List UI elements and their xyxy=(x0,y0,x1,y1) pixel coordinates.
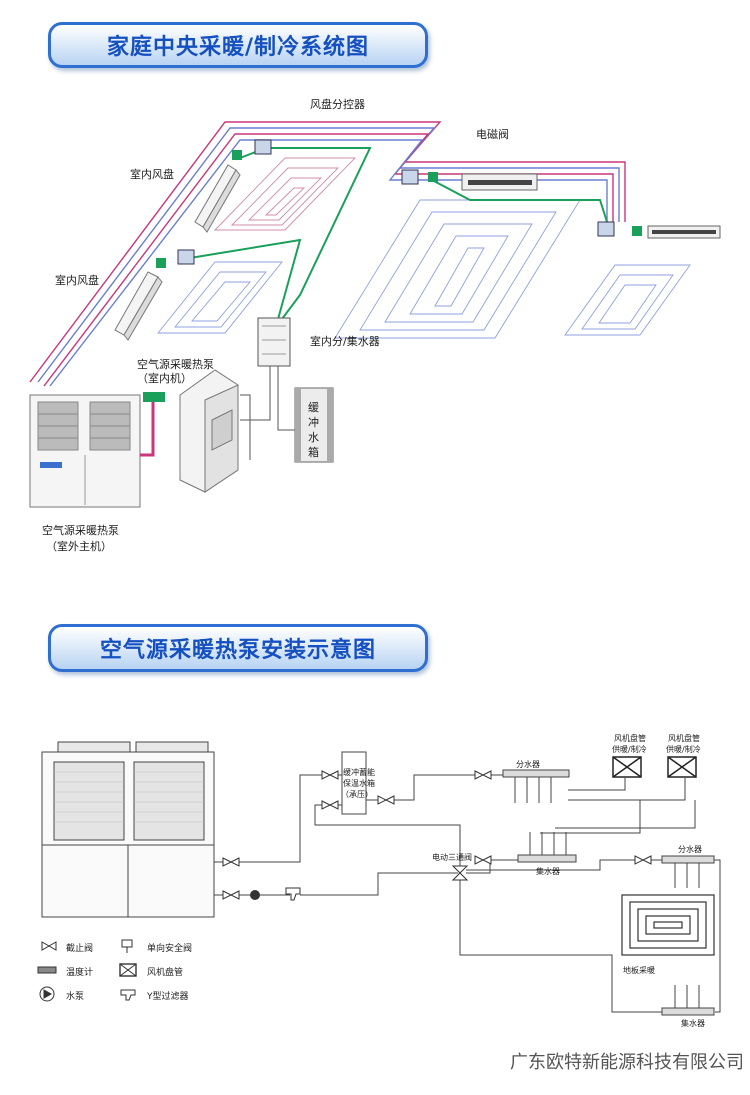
schematic-valves xyxy=(222,770,652,900)
outdoor-heat-pump-unit xyxy=(29,394,141,508)
label-outdoor-unit-line2: （室外主机） xyxy=(46,540,112,553)
green-pipes xyxy=(189,147,609,336)
label-indoor-unit-line1: 空气源采暖热泵 xyxy=(137,358,214,371)
schematic-buffer-tank xyxy=(341,751,367,815)
label-collector-1: 集水器 xyxy=(536,867,560,876)
solenoid-valves xyxy=(156,150,642,268)
system-diagram xyxy=(29,121,721,508)
indoor-manifold xyxy=(257,317,291,367)
schematic-fan-coils xyxy=(612,756,697,778)
floor-heating-panel-3 xyxy=(334,199,581,339)
indoor-fan-coil-2 xyxy=(114,271,163,341)
indoor-heat-pump-unit xyxy=(179,369,239,493)
system-diagram-title-box: 家庭中央采暖/制冷系统图 xyxy=(48,22,428,68)
legend-water-pump: 水泵 xyxy=(66,992,85,1002)
label-indoor-unit-line2: （室内机） xyxy=(137,372,192,385)
label-three-way-valve: 电动三通阀 xyxy=(432,853,472,862)
install-schematic xyxy=(37,741,721,1016)
buffer-tank xyxy=(294,387,334,463)
legend-stop-valve: 截止阀 xyxy=(66,944,94,954)
install-diagram-title-box: 空气源采暖热泵安装示意图 xyxy=(48,624,428,672)
schematic-floor-heating-coil xyxy=(621,894,715,956)
indoor-fan-coil-1 xyxy=(194,164,241,233)
fan-coil-controllers xyxy=(177,139,615,265)
legend-thermometer: 温度计 xyxy=(66,968,94,978)
schematic-distributors xyxy=(502,769,715,1016)
schematic-y-filter xyxy=(285,887,301,901)
schematic-outdoor-unit xyxy=(41,741,215,918)
system-diagram-title: 家庭中央采暖/制冷系统图 xyxy=(106,35,370,60)
install-diagram-title: 空气源采暖热泵安装示意图 xyxy=(99,638,376,663)
label-collector-2: 集水器 xyxy=(681,1019,705,1028)
label-indoor-fan-coil-1: 室内风盘 xyxy=(130,168,174,181)
legend-fan-coil: 风机盘管 xyxy=(147,968,184,978)
label-buffer-tank-l2: 保温水箱 xyxy=(343,779,375,788)
floor-heating-panel-2 xyxy=(157,261,283,334)
label-distributor-2: 分水器 xyxy=(678,845,702,854)
floor-heating-panel-1 xyxy=(213,157,357,231)
label-buffer-tank: 缓冲水箱 xyxy=(308,401,319,459)
label-distributor-1: 分水器 xyxy=(516,760,540,769)
label-buffer-tank-l1: 缓冲蓄能 xyxy=(343,768,375,777)
legend-y-filter: Y型过滤器 xyxy=(147,992,189,1002)
label-fan-coil-controller: 风盘分控器 xyxy=(310,98,365,111)
label-solenoid-valve: 电磁阀 xyxy=(476,128,509,141)
label-indoor-fan-coil-2: 室内风盘 xyxy=(55,274,99,287)
label-fan-coil-1-l2: 供暖/制冷 xyxy=(612,745,647,754)
label-floor-heating: 地板采暖 xyxy=(623,966,655,975)
schematic-pump xyxy=(250,890,260,900)
company-name: 广东欧特新能源科技有限公司 xyxy=(510,1052,744,1073)
label-fan-coil-1-l1: 风机盘管 xyxy=(614,734,646,743)
label-buffer-tank-l3: （承压） xyxy=(341,790,373,799)
label-outdoor-unit-line1: 空气源采暖热泵 xyxy=(42,524,119,537)
label-fan-coil-2-l2: 供暖/制冷 xyxy=(666,745,701,754)
floor-heating-panel-4 xyxy=(564,264,691,336)
label-fan-coil-2-l1: 风机盘管 xyxy=(668,734,700,743)
outer-piping xyxy=(29,121,626,387)
legend-check-safety-valve: 单向安全阀 xyxy=(147,944,193,954)
legend-icons xyxy=(37,939,137,1002)
label-manifold: 室内分/集水器 xyxy=(310,335,380,348)
